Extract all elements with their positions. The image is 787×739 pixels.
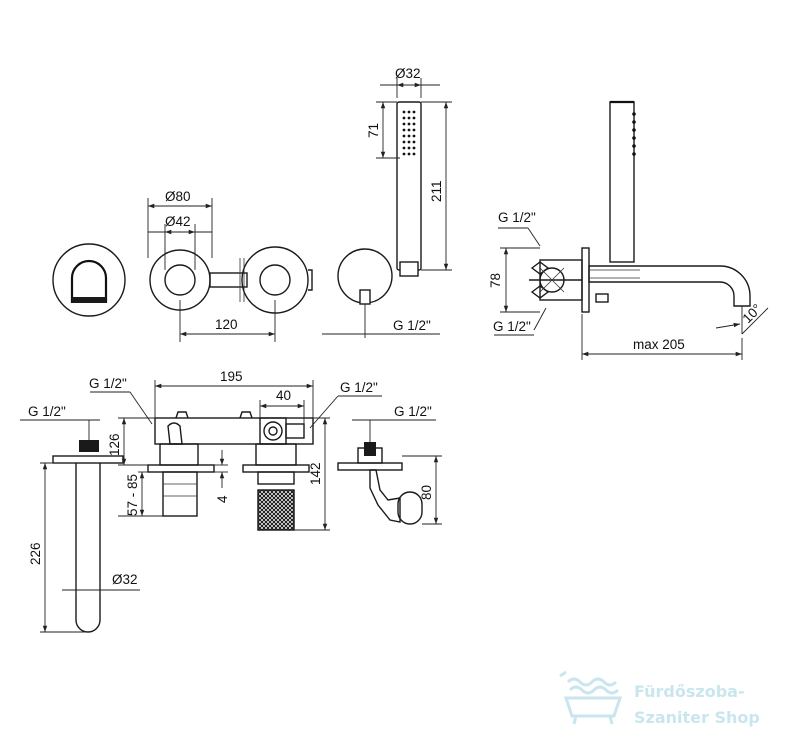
mixer-rosette-right [241, 246, 313, 314]
dim-spout-diameter: Ø32 [112, 572, 138, 587]
shower-holder-section: G 1/2" 80 [337, 404, 442, 525]
side-view: G 1/2" 78 G 1/2" 10° max 205 [488, 100, 769, 360]
mixer-body-section: G 1/2" 195 40 G 1/2" 126 57 - 85 4 [89, 369, 382, 531]
bathtub-icon [559, 670, 623, 725]
dim-bottom-5785: 57 - 85 [125, 474, 140, 516]
shower-nozzles [402, 110, 416, 156]
dim-side-inlet-bottom: G 1/2" [493, 319, 531, 334]
dim-rosette-outer: Ø80 [165, 189, 191, 204]
front-view: Ø80 Ø42 120 [52, 189, 313, 342]
spout-section: G 1/2" 226 Ø32 [20, 404, 140, 633]
dim-bottom-g1: G 1/2" [28, 404, 66, 419]
spout-rosette [52, 243, 126, 317]
dim-bottom-126: 126 [107, 433, 122, 456]
dim-side-inlet-top: G 1/2" [498, 210, 536, 225]
dim-bottom-142: 142 [308, 462, 323, 485]
dim-shower-head: 71 [366, 123, 381, 138]
watermark-logo: Fürdőszoba- Szaniter Shop [559, 670, 760, 727]
dim-shower-height: 211 [429, 180, 444, 202]
dim-outlet-connection: G 1/2" [393, 318, 431, 333]
dim-side-height: 78 [488, 273, 503, 288]
dim-bottom-g3: G 1/2" [340, 380, 378, 395]
dim-bottom-4: 4 [215, 495, 230, 503]
dim-rosette-inner: Ø42 [165, 214, 191, 229]
dim-bottom-g4: G 1/2" [394, 404, 432, 419]
dim-side-angle: 10° [740, 301, 765, 326]
hand-shower-front: Ø32 71 211 G 1/2" [322, 66, 452, 338]
dim-bottom-80: 80 [419, 485, 434, 500]
watermark-line1: Fürdőszoba- [634, 682, 745, 701]
dim-spacing: 120 [215, 317, 238, 332]
dim-bottom-g2: G 1/2" [89, 376, 127, 391]
dim-spout-length: 226 [28, 542, 43, 565]
connection-bar [209, 272, 248, 288]
watermark-line2: Szaniter Shop [634, 708, 760, 727]
dim-shower-diameter: Ø32 [395, 66, 421, 81]
dim-bottom-width: 195 [220, 369, 243, 384]
dim-bottom-40: 40 [276, 388, 291, 403]
dim-side-max: max 205 [633, 337, 685, 352]
